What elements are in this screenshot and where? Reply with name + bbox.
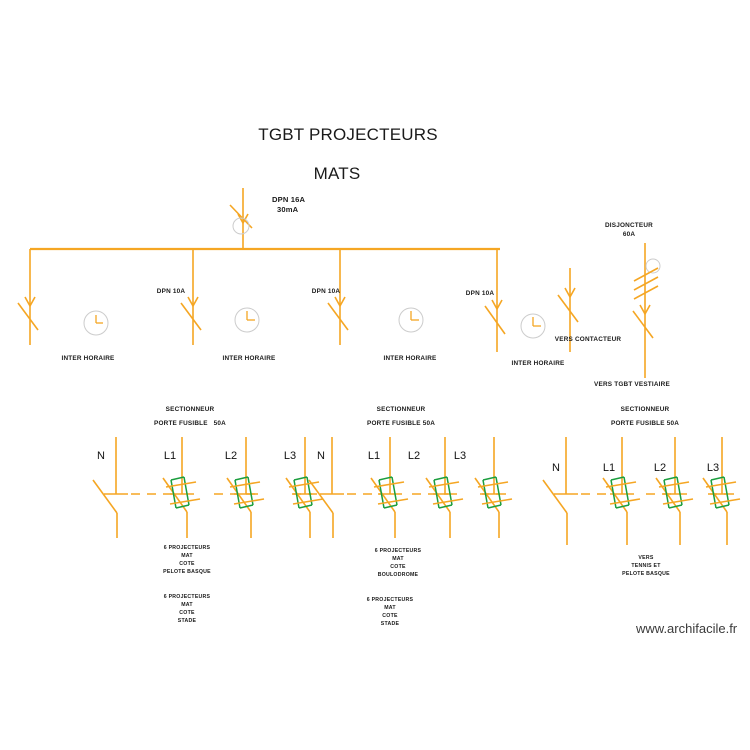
s1-l2-fuse: [226, 437, 265, 538]
feeder-1-blade: [17, 302, 39, 331]
sectionneur-2-load-primary-1: 6 PROJECTEURS: [374, 548, 422, 554]
contactor-blade: [557, 294, 579, 323]
feeder-2-arrow: [187, 296, 199, 308]
main-incomer-group: [229, 188, 253, 248]
sectionneur-2-pole-n: N: [317, 450, 325, 462]
coil-stroke-1: [633, 267, 659, 282]
incomer-arrow: [237, 213, 249, 225]
timer-2-icon: [234, 307, 260, 333]
timer-1-icon: [83, 310, 109, 336]
feeder-2-group: [180, 249, 202, 345]
main-breaker-label-line1: DPN 16A: [272, 195, 306, 204]
sectionneur-2-load-primary-4: BOULODROME: [377, 572, 419, 578]
sectionneur-3-pole-l2: L2: [653, 462, 667, 474]
sectionneur-3-load-primary-2: TENNIS ET: [631, 563, 661, 569]
feeder-3-blade: [327, 302, 349, 331]
sectionneur-2-group: [308, 437, 513, 538]
main-breaker-label-line2: 30mA: [277, 205, 299, 214]
sectionneur-1-load-secondary-2: MAT: [181, 602, 193, 608]
feeder-4-blade: [484, 305, 506, 335]
sectionneur-3-load-primary-3: PELOTE BASQUE: [622, 571, 670, 577]
feeder-1-arrow: [24, 296, 36, 308]
differential-ring: [232, 217, 250, 235]
timer-1-label: INTER HORAIRE: [61, 355, 115, 362]
timer-4-icon: [520, 313, 546, 339]
sectionneur-2-load-secondary-2: MAT: [384, 605, 396, 611]
sectionneur-1-load-primary-1: 6 PROJECTEURS: [163, 545, 211, 551]
sectionneur-1-pole-n: N: [97, 450, 105, 462]
s3-l2-fuse: [655, 437, 694, 545]
sectionneur-1-header-line1: SECTIONNEUR: [165, 406, 215, 413]
sectionneur-1-pole-l2: L2: [224, 450, 238, 462]
page-title-line2: MATS: [313, 164, 361, 183]
sectionneur-1-load-secondary-3: COTE: [179, 610, 195, 616]
sectionneur-1-load-secondary-1: 6 PROJECTEURS: [163, 594, 211, 600]
contactor-label: VERS CONTACTEUR: [554, 336, 622, 343]
disjoncteur-arrow: [639, 304, 651, 316]
feeder-3-breaker-label: DPN 10A: [311, 288, 341, 295]
s3-n-blade: [542, 479, 568, 514]
sectionneur-2-header-line2: PORTE FUSIBLE 50A: [366, 420, 436, 427]
s3-l3-fuse: [702, 437, 741, 545]
feeder-2-breaker-label: DPN 10A: [156, 288, 186, 295]
coil-stroke-2: [633, 276, 659, 291]
s3-l1-fuse: [602, 437, 641, 545]
sectionneur-3-load-primary-1: VERS: [638, 555, 654, 561]
coil-stroke-3: [633, 285, 659, 300]
sectionneur-2-pole-l2: L2: [407, 450, 421, 462]
s2-n-blade: [308, 479, 334, 514]
feeder-3-arrow: [334, 296, 346, 308]
sectionneur-1-pole-l1: L1: [163, 450, 177, 462]
sectionneur-3-header-line2: PORTE FUSIBLE 50A: [610, 420, 680, 427]
sectionneur-2-load-secondary-1: 6 PROJECTEURS: [366, 597, 414, 603]
feeder-4-group: [484, 249, 506, 352]
disjoncteur-destination-label: VERS TGBT VESTIAIRE: [594, 381, 670, 388]
sectionneur-2-pole-l1: L1: [367, 450, 381, 462]
s1-n-blade: [92, 479, 118, 514]
sectionneur-3-group: [542, 437, 741, 545]
disjoncteur-label-line1: DISJONCTEUR: [604, 222, 654, 229]
timer-2-label: INTER HORAIRE: [222, 355, 276, 362]
disjoncteur-label-line2: 60A: [622, 231, 636, 238]
sectionneur-2-load-secondary-3: COTE: [382, 613, 398, 619]
sectionneur-3-pole-n: N: [552, 462, 560, 474]
disjoncteur-branch-group: [632, 243, 661, 378]
feeder-4-breaker-label: DPN 10A: [465, 290, 495, 297]
contactor-branch-group: [557, 268, 579, 352]
sectionneur-3-pole-l1: L1: [602, 462, 616, 474]
s2-l3-fuse: [474, 437, 513, 538]
sectionneur-3-header-line1: SECTIONNEUR: [620, 406, 670, 413]
sectionneur-1-group: [92, 437, 324, 538]
sectionneur-2-load-primary-3: COTE: [390, 564, 406, 570]
sectionneur-1-load-primary-4: PELOTE BASQUE: [163, 569, 211, 575]
disjoncteur-ring: [645, 258, 661, 274]
sectionneur-2-load-secondary-4: STADE: [380, 621, 400, 627]
page-title-line1: TGBT PROJECTEURS: [258, 125, 438, 144]
sectionneur-1-header-line2: PORTE FUSIBLE 50A: [154, 420, 226, 427]
sectionneur-2-load-primary-2: MAT: [392, 556, 404, 562]
disjoncteur-blade: [632, 310, 654, 339]
sectionneur-1-load-primary-2: MAT: [181, 553, 193, 559]
contactor-arrow: [564, 287, 576, 299]
timer-3-icon: [398, 307, 424, 333]
feeder-1-group: [17, 249, 39, 345]
footer-watermark: www.archifacile.fr: [636, 621, 738, 636]
sectionneur-1-load-secondary-4: STADE: [177, 618, 197, 624]
timer-3-label: INTER HORAIRE: [383, 355, 437, 362]
feeder-2-blade: [180, 302, 202, 331]
feeder-3-group: [327, 249, 349, 345]
sectionneur-2-pole-l3: L3: [453, 450, 467, 462]
sectionneur-1-pole-l3: L3: [283, 450, 297, 462]
sectionneur-1-load-primary-3: COTE: [179, 561, 195, 567]
s2-l2-fuse: [425, 437, 464, 538]
sectionneur-2-header-line1: SECTIONNEUR: [376, 406, 426, 413]
sectionneur-3-pole-l3: L3: [706, 462, 720, 474]
timer-4-label: INTER HORAIRE: [511, 360, 565, 367]
s2-l1-fuse: [370, 437, 409, 538]
s1-l1-fuse: [162, 437, 201, 538]
feeder-4-arrow: [491, 299, 503, 311]
s1-l3-fuse: [285, 437, 324, 538]
